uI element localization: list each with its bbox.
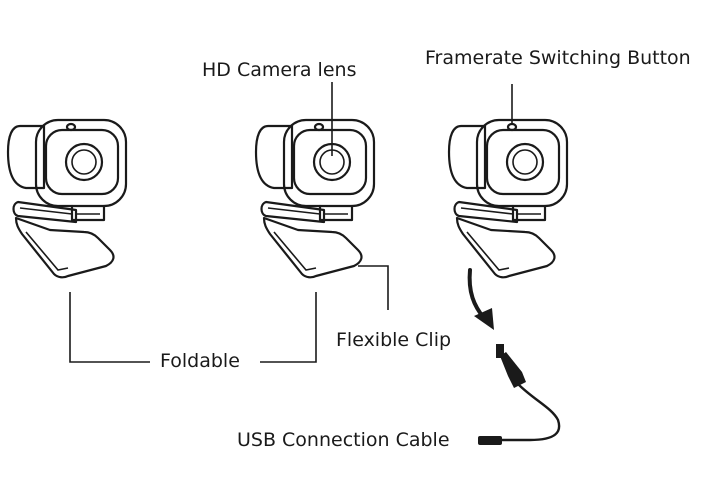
- hd-camera-lens-label: HD Camera lens: [202, 59, 357, 81]
- curved-arrow-icon: [467, 268, 494, 330]
- foldable-bracket-left: [69, 292, 150, 363]
- flexible-clip-label: Flexible Clip: [336, 329, 452, 351]
- usb-cable-label: USB Connection Cable: [237, 429, 450, 451]
- foldable-label: Foldable: [160, 350, 240, 372]
- usb-cable-icon: [478, 344, 561, 445]
- webcam-icon-lens: [254, 118, 376, 279]
- framerate-button-label: Framerate Switching Button: [425, 47, 691, 69]
- webcam-icon-foldable: [6, 118, 128, 279]
- foldable-bracket-right: [260, 292, 317, 363]
- clip-bracket: [358, 265, 389, 310]
- webcam-icon-button: [447, 118, 569, 279]
